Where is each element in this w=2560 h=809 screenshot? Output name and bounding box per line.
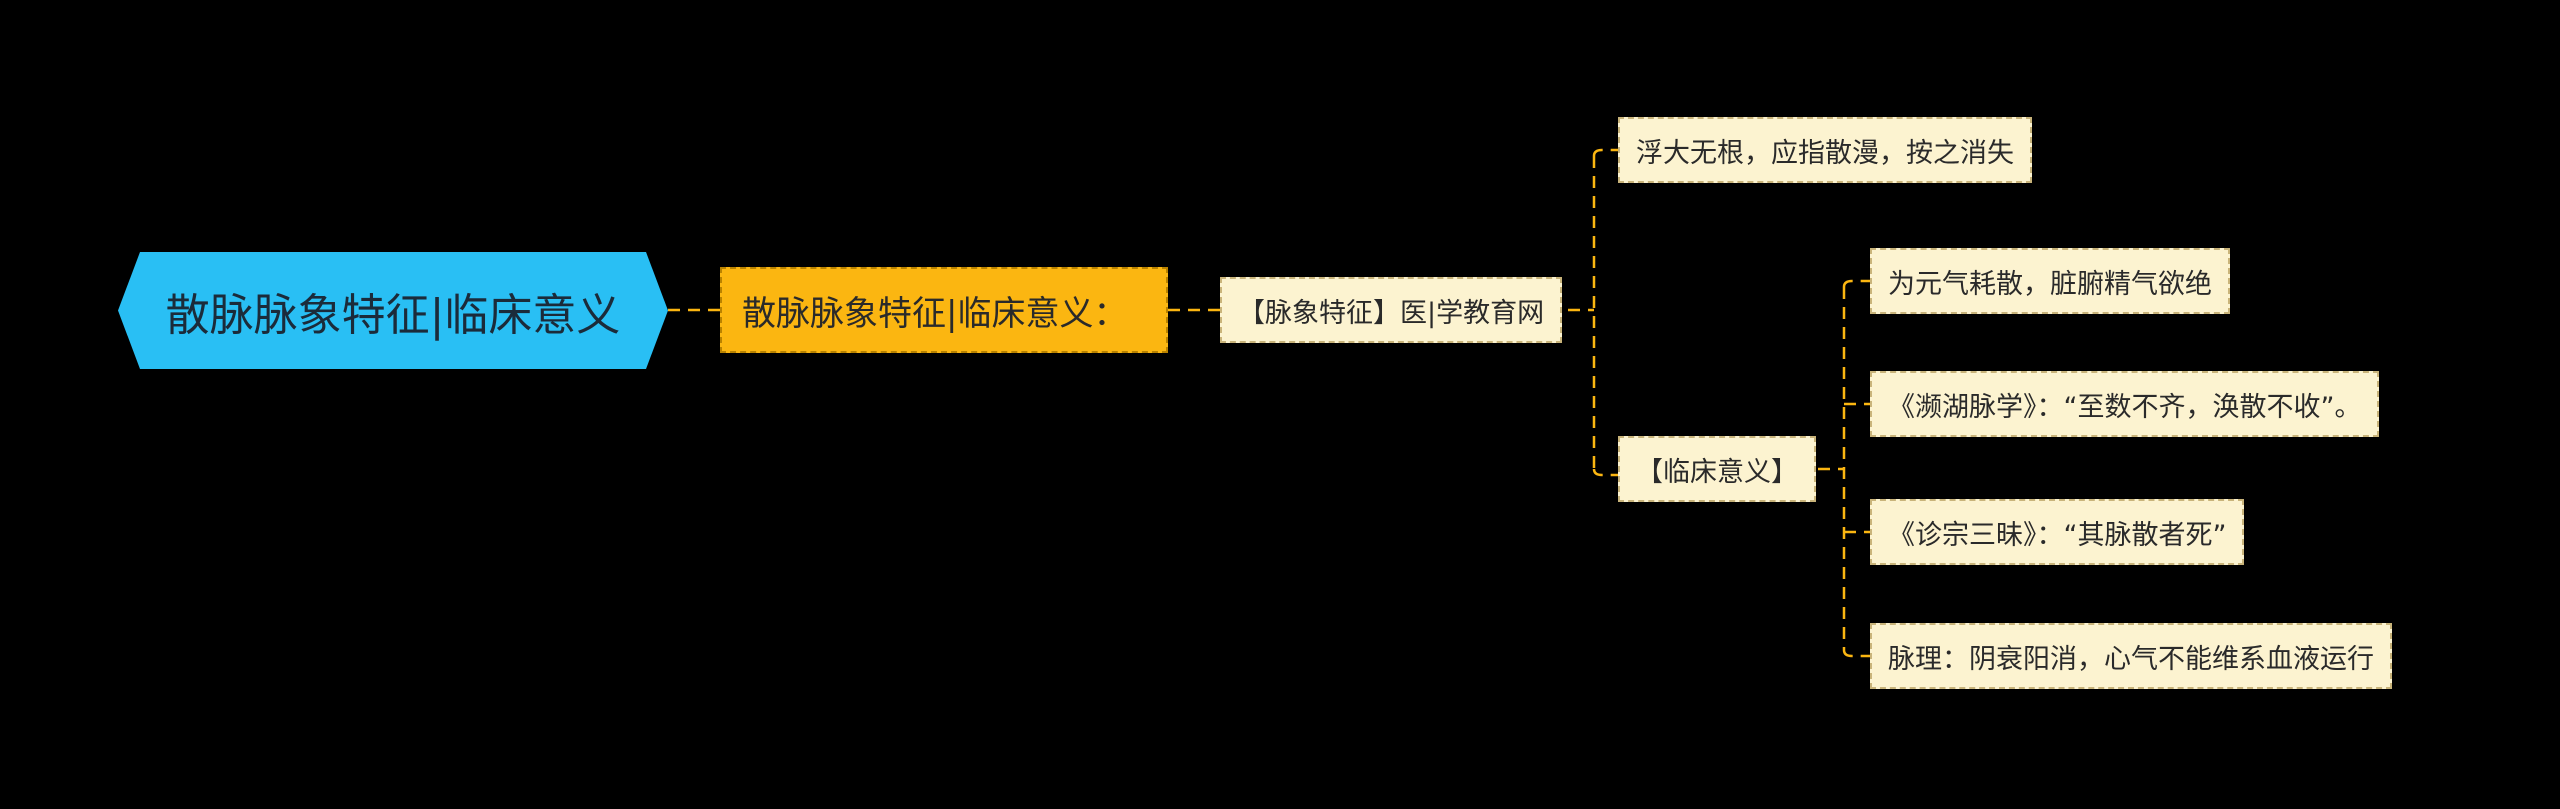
feature-text: 浮大无根，应指散漫，按之消失	[1636, 137, 2014, 169]
clinical-item-node[interactable]: 《诊宗三昧》：“其脉散者死”	[1870, 499, 2245, 565]
feature-node[interactable]: 浮大无根，应指散漫，按之消失	[1618, 117, 2032, 183]
connector-to-clinical	[1592, 468, 1618, 477]
branch-node-features[interactable]: 【脉象特征】医|学教育网	[1220, 277, 1563, 343]
root-topic-node[interactable]: 散脉脉象特征|临床意义	[118, 252, 668, 369]
root-topic-label: 散脉脉象特征|临床意义	[165, 289, 621, 341]
connector-to-feature	[1592, 148, 1618, 157]
connector-clinical-children	[1818, 287, 1846, 650]
clinical-label: 【临床意义】	[1636, 456, 1798, 488]
connector-to-item-4	[1842, 649, 1870, 658]
clinical-item-text: 《诊宗三昧》：“其脉散者死”	[1888, 519, 2227, 551]
clinical-item-node[interactable]: 《濒湖脉学》：“至数不齐，涣散不收”。	[1870, 371, 2380, 437]
clinical-meaning-node[interactable]: 【临床意义】	[1618, 436, 1816, 502]
main-topic-node[interactable]: 散脉脉象特征|临床意义：	[720, 267, 1168, 353]
branch-label: 【脉象特征】医|学教育网	[1238, 297, 1545, 329]
main-topic-label: 散脉脉象特征|临床意义：	[742, 293, 1128, 334]
clinical-item-text: 脉理：阴衰阳消，心气不能维系血液运行	[1888, 643, 2374, 675]
connector-branch-children	[1568, 156, 1596, 469]
clinical-item-node[interactable]: 脉理：阴衰阳消，心气不能维系血液运行	[1870, 623, 2392, 689]
connector-to-item-1	[1842, 279, 1870, 288]
clinical-item-text: 《濒湖脉学》：“至数不齐，涣散不收”。	[1888, 391, 2362, 423]
clinical-item-node[interactable]: 为元气耗散，脏腑精气欲绝	[1870, 248, 2230, 314]
clinical-item-text: 为元气耗散，脏腑精气欲绝	[1888, 268, 2212, 300]
